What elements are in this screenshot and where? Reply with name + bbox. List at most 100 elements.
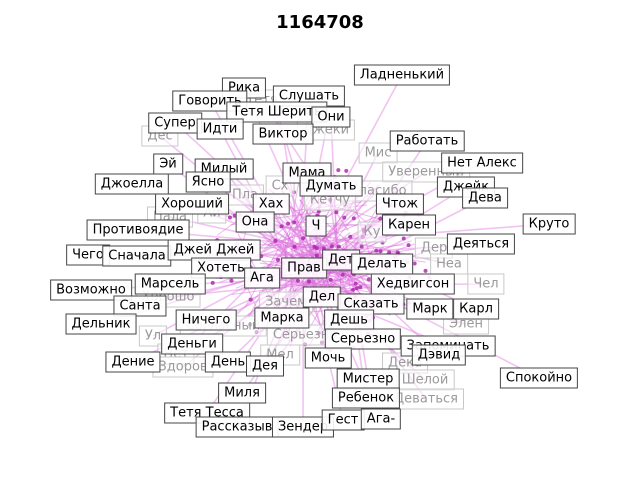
graph-node (229, 278, 234, 283)
node-label: Санта (113, 295, 167, 317)
node-label: Чтож (375, 193, 425, 215)
graph-edge (346, 278, 356, 283)
graph-edge (258, 228, 311, 261)
graph-node (314, 246, 319, 251)
node-label: Карл (453, 298, 499, 320)
graph-node (342, 215, 347, 220)
graph-node (273, 238, 278, 243)
graph-node (412, 261, 417, 266)
node-label: Дэвид (411, 344, 467, 366)
node-label: Карен (382, 214, 436, 236)
graph-node (359, 244, 364, 249)
graph-node (374, 248, 379, 253)
graph-node (321, 246, 326, 251)
graph-node (227, 215, 232, 220)
graph-edge (332, 269, 540, 379)
graph-node (336, 168, 341, 173)
graph-node (351, 287, 356, 292)
node-label: Дева (462, 187, 508, 209)
node-label: Марк (406, 298, 454, 320)
graph-edge (244, 196, 309, 308)
node-label: Супер (148, 112, 202, 134)
node-label: Мочь (304, 347, 352, 369)
graph-node (286, 221, 291, 226)
graph-node (387, 250, 392, 255)
node-label: Сначала (102, 245, 172, 267)
graph-node (366, 277, 371, 282)
node-label: Она (235, 211, 275, 233)
graph-node (210, 280, 215, 285)
node-label: Марсель (134, 273, 206, 295)
node-label: Ничего (175, 309, 237, 331)
graph-title: 1164708 (276, 12, 364, 33)
node-label: Хедвигсон (370, 273, 456, 295)
node-label: Ч (305, 215, 327, 237)
node-label: Хороший (155, 193, 229, 215)
graph-edge (287, 201, 308, 253)
graph-node (334, 210, 339, 215)
graph-node (351, 216, 356, 221)
node-label: Они (311, 106, 351, 128)
node-label: Джоелла (94, 173, 170, 195)
node-label: Марка (254, 307, 310, 329)
node-label: Хотеть (191, 257, 251, 279)
node-label: Зачем (259, 291, 313, 313)
node-label: Здоров (152, 356, 214, 378)
graph-edge (294, 190, 379, 269)
node-label: Неа (430, 253, 468, 275)
node-label: Рассказыв (195, 416, 279, 438)
node-label: Ага- (360, 408, 402, 430)
node-label: Спокойно (499, 367, 579, 389)
node-label: Ага (244, 267, 280, 289)
node-label: Деньги (161, 333, 223, 355)
graph-node (314, 253, 319, 258)
node-label: Чел (467, 273, 505, 295)
graph-node (340, 272, 345, 277)
node-label: Виктор (252, 123, 314, 145)
graph-node (248, 297, 253, 302)
node-label: Дет (322, 249, 360, 271)
node-label: Ул (138, 325, 168, 347)
node-label: Противоядие (86, 219, 190, 241)
graph-node (348, 234, 353, 239)
graph-node (301, 236, 306, 241)
graph-node (344, 168, 349, 173)
node-label: Джей Джей (167, 239, 261, 261)
node-label: Мистер (336, 368, 400, 390)
node-label: Работать (389, 130, 465, 152)
graph-edge (314, 208, 347, 260)
node-label: Нет Алекс (441, 152, 523, 174)
graph-edge (323, 272, 356, 287)
graph-node (378, 216, 383, 221)
graph-edge (271, 243, 313, 248)
graph-node (279, 224, 284, 229)
node-label: Гест (321, 409, 365, 431)
graph-node (292, 244, 297, 249)
node-label: Идти (196, 118, 244, 140)
node-label: Шелой (395, 369, 455, 391)
graph-edge (291, 233, 326, 254)
graph-node (295, 278, 300, 283)
graph-node (336, 244, 341, 249)
node-label: Деваться (388, 388, 464, 410)
graph-edge (231, 278, 345, 295)
node-label: Тетя Шерить (226, 101, 328, 123)
node-label: Деяться (446, 233, 516, 255)
graph-node (329, 244, 334, 249)
node-label: День (204, 351, 252, 373)
node-label: Круто (522, 213, 576, 235)
graph-node (358, 285, 363, 290)
graph-node (328, 277, 333, 282)
node-label: Дение (105, 351, 161, 373)
node-label: Эй (153, 153, 183, 175)
graph-edge (288, 198, 330, 295)
graph-node (401, 236, 406, 241)
node-label: Миля (218, 382, 266, 404)
graph-node (275, 257, 280, 262)
graph-node (354, 286, 359, 291)
graph-node (292, 220, 297, 225)
graph-node (307, 279, 312, 284)
graph-node (406, 243, 411, 248)
node-label: Думать (299, 175, 363, 197)
node-label: Слушать (272, 85, 346, 107)
